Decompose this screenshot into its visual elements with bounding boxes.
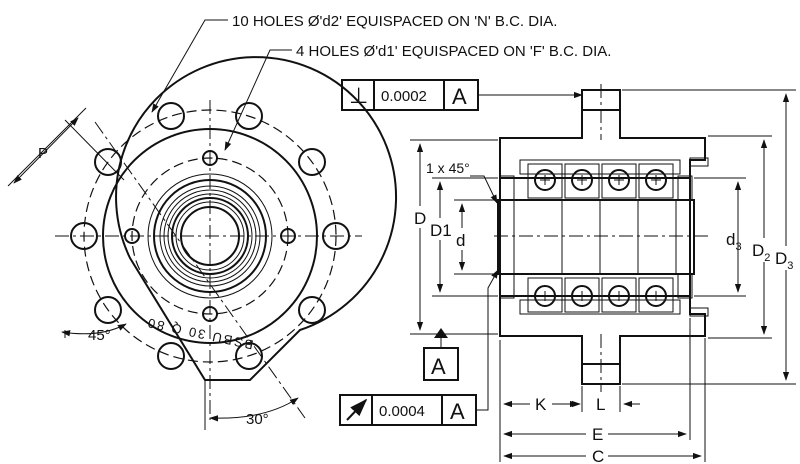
datum-a-label: A bbox=[431, 354, 446, 379]
dim-E-label: E bbox=[592, 425, 603, 444]
runout-value: 0.0004 bbox=[379, 403, 425, 420]
dim-d3-label: d bbox=[726, 230, 735, 249]
perp-symbol: ⊥ bbox=[349, 83, 368, 108]
dim-D2-label: D bbox=[752, 241, 764, 260]
leader-holes-f bbox=[224, 49, 292, 151]
hole-notes: 10 HOLES Ø'd2' EQUISPACED ON 'N' B.C. DI… bbox=[151, 13, 611, 151]
section-dimensions: 1 x 45° D D1 d d3 D2 bbox=[410, 89, 800, 464]
note-holes-n: 10 HOLES Ø'd2' EQUISPACED ON 'N' B.C. DI… bbox=[232, 13, 557, 30]
svg-text:D3: D3 bbox=[775, 249, 793, 272]
dim-C-label: C bbox=[592, 447, 604, 464]
datum-a: A bbox=[423, 328, 459, 381]
angle-45-label: 45° bbox=[88, 327, 111, 344]
holes-d2 bbox=[70, 102, 350, 370]
svg-text:D2: D2 bbox=[752, 241, 770, 264]
dim-D2-sub: 2 bbox=[764, 252, 770, 264]
dim-D3-label: D bbox=[775, 249, 787, 268]
note-holes-f: 4 HOLES Ø'd1' EQUISPACED ON 'F' B.C. DIA… bbox=[296, 43, 611, 60]
bearings-bottom bbox=[527, 277, 674, 313]
bearings-top bbox=[527, 163, 674, 199]
dim-D1-label: D1 bbox=[430, 221, 452, 240]
runout-datum: A bbox=[450, 399, 465, 424]
perpendicularity-frame: ⊥ 0.0002 A bbox=[341, 79, 583, 111]
runout-frame: 0.0004 A bbox=[339, 269, 499, 426]
dim-D3-sub: 3 bbox=[787, 260, 793, 272]
svg-text:d3: d3 bbox=[726, 230, 742, 253]
perp-value: 0.0002 bbox=[381, 88, 427, 105]
angle-30-label: 30° bbox=[246, 411, 269, 428]
chamfer-label: 1 x 45° bbox=[426, 160, 470, 176]
front-view: P 45° 30° BSBU 30 Q 80 bbox=[7, 56, 398, 430]
dim-K-label: K bbox=[535, 395, 547, 414]
perp-datum: A bbox=[452, 84, 467, 109]
dim-d3-sub: 3 bbox=[735, 241, 741, 253]
flange-outline bbox=[115, 56, 398, 381]
leader-holes-n bbox=[151, 19, 228, 113]
dim-L-label: L bbox=[596, 395, 605, 414]
dim-D-label: D bbox=[414, 209, 426, 228]
dim-d-label: d bbox=[456, 231, 465, 250]
dim-p-label: P bbox=[38, 145, 48, 162]
section-view bbox=[494, 84, 712, 392]
